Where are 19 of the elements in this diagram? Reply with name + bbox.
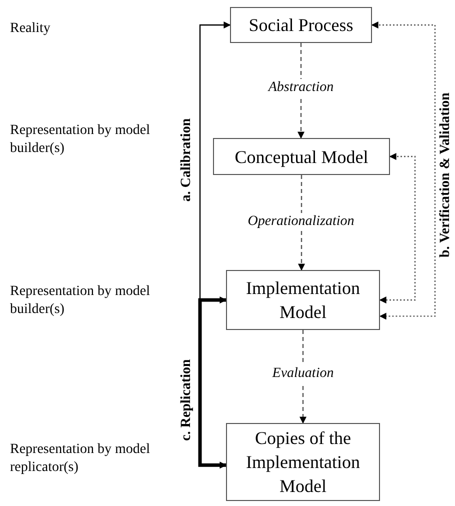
edge-label: a. Calibration (179, 118, 195, 202)
arrow (199, 22, 231, 301)
edge-label: b. Verification & Validation (438, 92, 454, 258)
process-box: Social Process (230, 7, 372, 43)
level-label: Representation by model replicator(s) (10, 441, 151, 477)
process-box: Copies of the Implementation Model (226, 423, 380, 501)
arrow (379, 153, 416, 304)
arrow (198, 296, 227, 469)
level-label: Representation by model builder(s) (10, 122, 151, 158)
edge-label: Evaluation (270, 365, 336, 383)
edge-label: Abstraction (266, 79, 336, 97)
level-label: Reality (10, 20, 52, 38)
arrow (298, 175, 305, 271)
arrow (371, 22, 436, 320)
level-label: Representation by model builder(s) (10, 283, 151, 319)
edge-label: Operationalization (246, 213, 356, 231)
edge-label: c. Replication (179, 359, 195, 441)
process-box: Implementation Model (226, 270, 380, 330)
process-box: Conceptual Model (213, 138, 390, 175)
